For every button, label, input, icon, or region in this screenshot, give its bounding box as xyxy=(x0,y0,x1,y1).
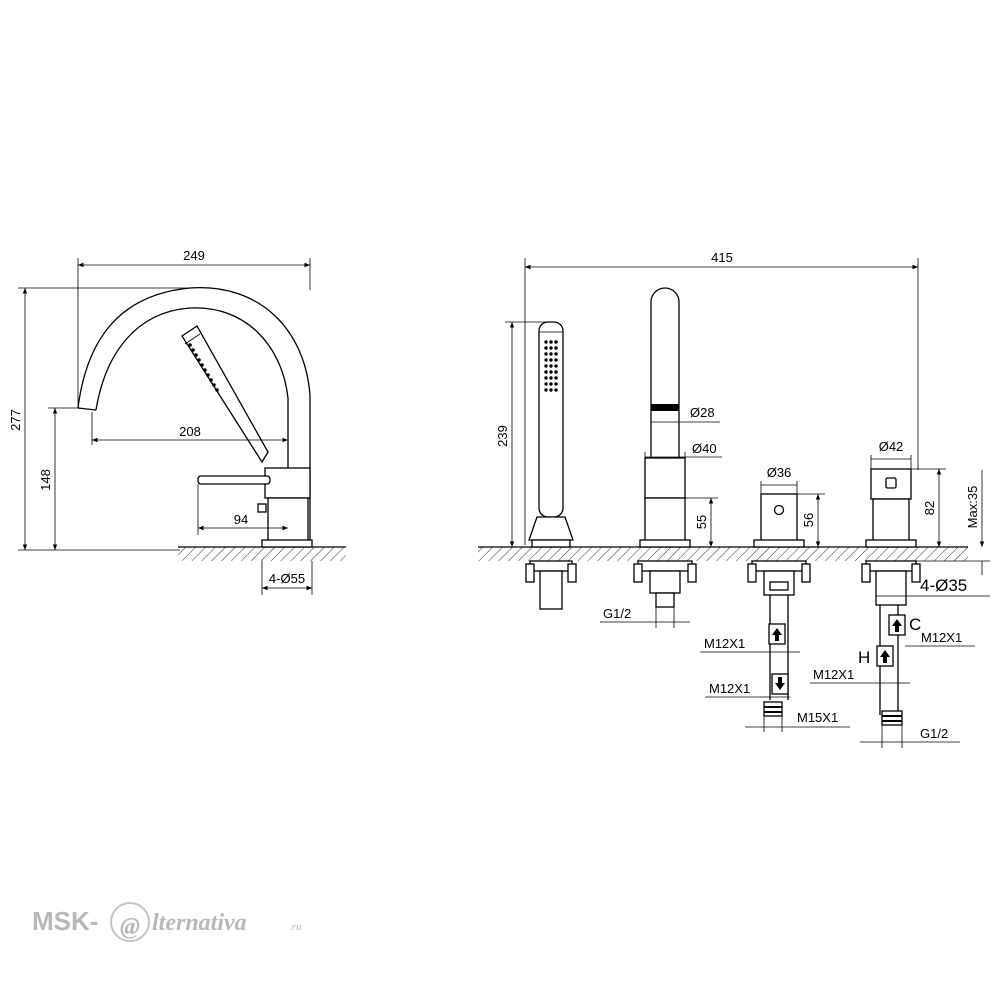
hand-shower-holder xyxy=(528,516,574,541)
logo-prefix: MSK- xyxy=(32,906,98,936)
dim-g12-right: G1/2 xyxy=(920,726,948,741)
hand-shower: 239 xyxy=(495,321,577,610)
dim-249: 249 xyxy=(183,248,205,263)
hand-shower-handle xyxy=(538,321,564,518)
diverter-body xyxy=(760,493,798,543)
label-h: H xyxy=(858,648,870,667)
left-deck-hatch xyxy=(178,547,346,561)
dim-m12-b: M12X1 xyxy=(709,681,750,696)
dim-82: 82 xyxy=(922,501,937,515)
msk-alternativa-logo: MSK- @ lternativa .ru xyxy=(32,902,302,942)
spout-tube xyxy=(650,287,680,459)
diverter: Ø36 56 M12X1 M12X1 M15X1 xyxy=(700,465,850,732)
dim-56: 56 xyxy=(801,513,816,527)
dim-m12-d: M12X1 xyxy=(813,667,854,682)
logo-suffix: .ru xyxy=(289,921,302,933)
right-deck-hatch xyxy=(478,547,968,561)
label-c: C xyxy=(909,615,921,634)
mixer: C H Ø42 82 Max:35 4-Ø35 M12X1 xyxy=(810,439,990,748)
logo-script: lternativa xyxy=(152,910,247,936)
dim-g12-left: G1/2 xyxy=(603,606,631,621)
dim-dia-36: Ø36 xyxy=(767,465,792,480)
logo-at-mark: @ xyxy=(120,914,140,940)
dim-94: 94 xyxy=(234,512,248,527)
spout-collar xyxy=(644,457,686,499)
spout-outline xyxy=(77,287,311,545)
hand-shower-dots xyxy=(544,340,558,392)
dim-4-55: 4-Ø55 xyxy=(269,571,305,586)
bath-spout: Ø28 Ø40 55 G1/2 xyxy=(600,287,722,628)
mixer-cap xyxy=(264,467,311,499)
mixer-lever xyxy=(197,475,271,485)
left-shower-dots xyxy=(188,343,219,392)
dim-dia-42: Ø42 xyxy=(879,439,904,454)
dim-m15: M15X1 xyxy=(797,710,838,725)
dim-148: 148 xyxy=(38,469,53,491)
lever-stub xyxy=(257,503,267,513)
dim-208: 208 xyxy=(179,424,201,439)
mixer-base xyxy=(261,539,313,548)
dim-dia-40: Ø40 xyxy=(692,441,717,456)
dim-415: 415 xyxy=(711,250,733,265)
mixer-body xyxy=(267,497,309,545)
dim-277: 277 xyxy=(8,409,23,431)
dim-m12-a: M12X1 xyxy=(704,636,745,651)
dim-dia-28: Ø28 xyxy=(690,405,715,420)
right-view: 415 xyxy=(478,250,990,748)
mixer-body-front xyxy=(872,498,910,543)
dim-55: 55 xyxy=(694,515,709,529)
dim-239: 239 xyxy=(495,425,510,447)
left-view: 249 277 148 208 94 4-Ø55 xyxy=(8,248,346,595)
dim-m12-c: M12X1 xyxy=(921,630,962,645)
dim-max-35: Max:35 xyxy=(965,486,980,529)
dim-4-35: 4-Ø35 xyxy=(920,576,967,595)
left-hand-shower xyxy=(181,325,269,464)
